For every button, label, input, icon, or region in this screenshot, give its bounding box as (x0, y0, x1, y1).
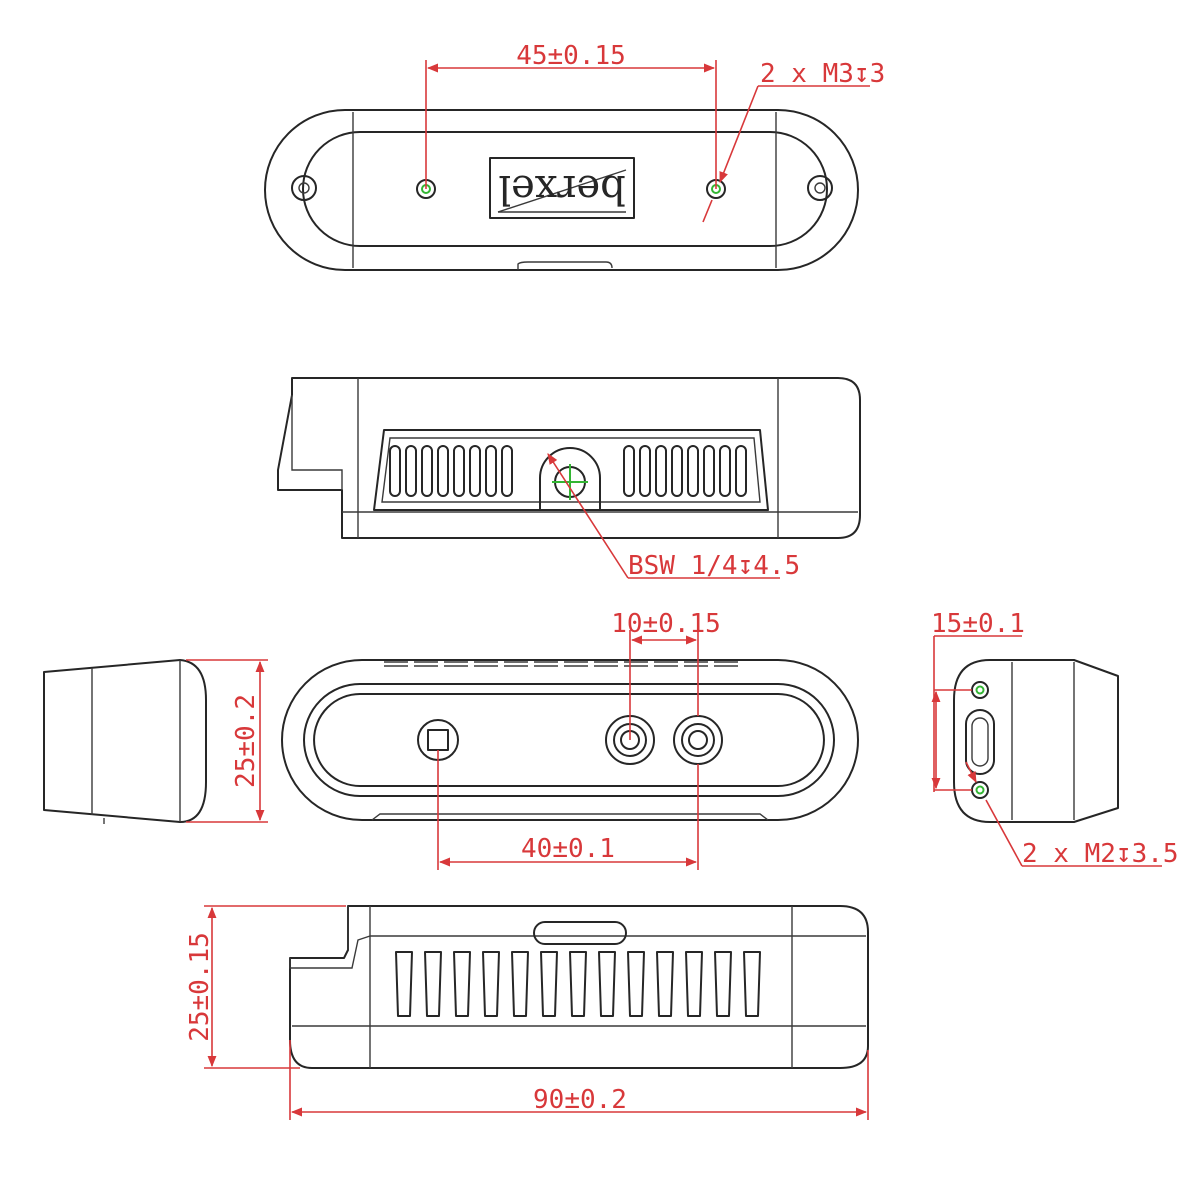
usb-c-port-icon (965, 709, 995, 775)
lower-side-button-slot (533, 921, 627, 945)
top-view-inner-face (302, 131, 828, 247)
bottom-side-view: BSW 1/4↧4.5 (277, 377, 861, 581)
top-view-bottom-tab (517, 261, 613, 270)
top-right-screw-icon (807, 175, 833, 201)
side-bottom-screw-hole-icon (971, 781, 989, 799)
tripod-mount-boss (539, 447, 601, 511)
front-lens-panel (313, 693, 825, 787)
right-end-view: 15±0.1 2 x M2↧3.5 (931, 609, 1179, 869)
front-bezel (303, 683, 835, 797)
front-top-vent-edge (384, 661, 738, 667)
top-left-screw-icon (291, 175, 317, 201)
dim-sensor-spacing: 10±0.15 (611, 609, 721, 639)
lower-side-vent-slots (395, 951, 761, 1017)
dim-side-screws: 2 x M2↧3.5 (1022, 839, 1179, 869)
dim-lens-spacing: 40±0.1 (521, 834, 615, 864)
side-vent-frame (373, 429, 769, 511)
side-top-screw-hole-icon (971, 681, 989, 699)
logo-box (489, 157, 635, 219)
dim-top-hole-spacing: 45±0.15 (516, 41, 626, 71)
side-view-outer-shell (277, 377, 861, 539)
front-view: 10±0.15 40±0.1 (281, 609, 859, 870)
lower-side-shell (289, 905, 869, 1069)
front-outer-shell (281, 659, 859, 821)
side-vent-slots-left (389, 445, 513, 497)
top-view: berxel 45±0.15 2 x M3↧3 (264, 41, 885, 271)
dim-front-height: 25±0.2 (231, 694, 261, 788)
dim-top-screws: 2 x M3↧3 (760, 59, 885, 89)
front-camera-lens-right-icon (673, 715, 723, 765)
dim-tripod-mount: BSW 1/4↧4.5 (628, 551, 800, 581)
side-vent-slots-right (623, 445, 747, 497)
top-side-view: 25±0.15 90±0.2 (185, 905, 869, 1120)
left-end-view: 25±0.2 (43, 659, 268, 824)
dim-side-hole-spacing: 15±0.1 (931, 609, 1025, 639)
brand-logo: berxel (498, 166, 625, 212)
left-end-shell (43, 659, 207, 823)
top-view-outer-shell (264, 109, 859, 271)
dim-side-height: 25±0.15 (185, 932, 215, 1042)
dim-total-length: 90±0.2 (533, 1085, 627, 1115)
logo-slash (497, 169, 627, 213)
tripod-mount-hole-icon (552, 464, 588, 500)
